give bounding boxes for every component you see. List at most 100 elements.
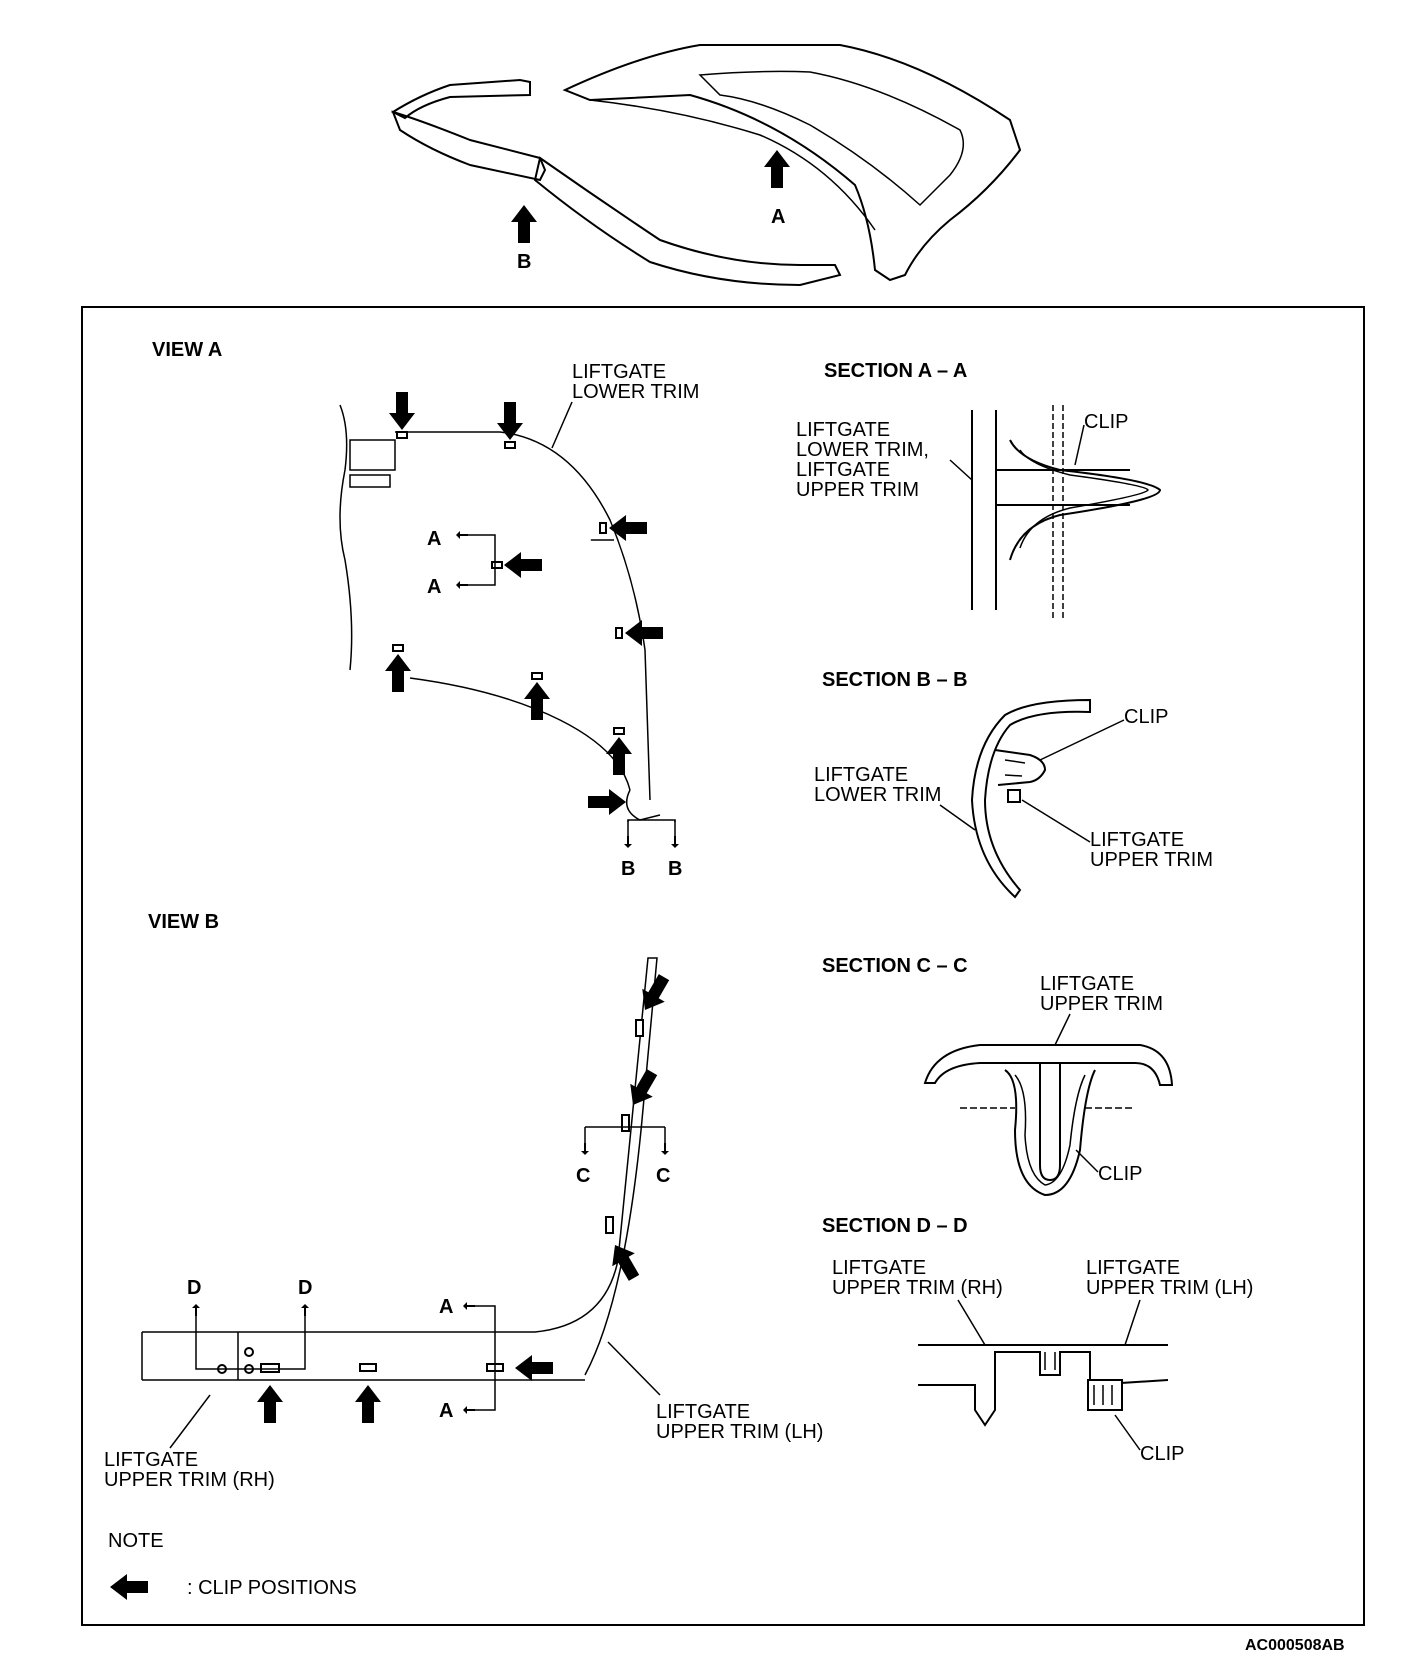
overview-left-lower-edge [533, 156, 842, 287]
view-b-lh-label-1: LIFTGATE [656, 1401, 750, 1423]
overview-inner-edge [589, 99, 876, 231]
view-b-rh-leader [169, 1394, 211, 1449]
section-aa-trim-label-4: UPPER TRIM [796, 479, 919, 501]
view-b-clip-4 [635, 1019, 644, 1037]
section-aa-trim-panel [971, 410, 997, 610]
section-aa-drawing [949, 405, 1162, 620]
section-aa-trim-label-1: LIFTGATE [796, 419, 890, 441]
section-cc-clip-inner [1014, 1074, 1086, 1186]
section-dd-clip [1087, 1379, 1123, 1411]
overview-window-opening [698, 70, 965, 207]
view-a-bracket [349, 439, 396, 471]
section-bb-upper-trim-lip [1007, 789, 1021, 803]
view-b-drawing [141, 957, 676, 1449]
section-dd-joint-tab [1044, 1352, 1056, 1370]
note-legend-text: : CLIP POSITIONS [187, 1577, 357, 1599]
section-aa-clip-inner [1019, 449, 1149, 549]
section-aa-title: SECTION A – A [824, 360, 967, 382]
diagram-frame [81, 306, 1365, 1626]
section-dd-rh-leader [957, 1299, 986, 1346]
view-a-arrow-5 [504, 552, 542, 578]
view-b-clip-1 [260, 1363, 280, 1373]
view-b-rh-label-2: UPPER TRIM (RH) [104, 1469, 275, 1491]
overview-label-b: B [517, 251, 531, 273]
view-b-cut-d-line [195, 1308, 306, 1370]
section-bb-clip [994, 749, 1047, 786]
section-cc-clip-label: CLIP [1098, 1163, 1142, 1185]
section-bb-upper-leader [1021, 799, 1091, 843]
section-bb-clip-inner [1004, 759, 1026, 777]
view-b-title: VIEW B [148, 911, 219, 933]
overview-label-a: A [771, 206, 785, 228]
view-b-cut-a-line [465, 1305, 496, 1411]
view-b-cut-c-arrow-1 [581, 1143, 589, 1155]
view-a-cut-b-legs [627, 820, 676, 845]
view-a-cut-b-line [627, 819, 676, 822]
section-dd-lh-label-1: LIFTGATE [1086, 1257, 1180, 1279]
note-title: NOTE [108, 1530, 164, 1552]
view-a-cut-a-arrow-2 [456, 581, 468, 589]
view-b-lh-label-2: UPPER TRIM (LH) [656, 1421, 823, 1443]
section-cc-stem [1039, 1063, 1061, 1182]
section-dd-rh-label-1: LIFTGATE [832, 1257, 926, 1279]
section-bb-drawing [939, 698, 1125, 899]
view-a-clip-5 [491, 561, 503, 569]
overview-arrow-a [764, 150, 790, 188]
view-a-clip-8 [613, 727, 625, 735]
section-bb-clip-label: CLIP [1124, 706, 1168, 728]
view-b-cut-a-label-2: A [439, 1400, 453, 1422]
section-bb-lower-label-2: LOWER TRIM [814, 784, 941, 806]
view-b-cut-a-arrow-2 [463, 1406, 475, 1414]
view-b-cut-c-arrow-2 [661, 1143, 669, 1155]
section-aa-trim-leader [949, 459, 973, 481]
section-aa-trim-label-3: LIFTGATE [796, 459, 890, 481]
view-a-arrow-1 [389, 392, 415, 430]
section-dd-rh-label-2: UPPER TRIM (RH) [832, 1277, 1003, 1299]
view-a-bracket-lower [349, 474, 391, 488]
view-b-arrow-5 [621, 1065, 664, 1112]
view-a-clip-6 [392, 644, 404, 652]
section-dd-lh-label-2: UPPER TRIM (LH) [1086, 1277, 1253, 1299]
overview-illustration [390, 44, 1022, 287]
view-a-cut-b-label-2: B [668, 858, 682, 880]
section-bb-lower-label-1: LIFTGATE [814, 764, 908, 786]
view-a-lower-trim-label-1: LIFTGATE [572, 361, 666, 383]
section-dd-clip-label: CLIP [1140, 1443, 1184, 1465]
view-a-trim-outer-curve [395, 431, 651, 801]
section-aa-clip-leader [1074, 424, 1085, 466]
view-b-cut-c-label-1: C [576, 1165, 590, 1187]
view-a-left-edge [339, 404, 353, 671]
view-a-arrow-9 [588, 789, 626, 815]
section-dd-clip-leader [1114, 1414, 1141, 1451]
section-dd-title: SECTION D – D [822, 1215, 968, 1237]
section-bb-lower-leader [939, 804, 976, 831]
figure-code: AC000508AB [1245, 1637, 1345, 1654]
section-dd-trim-profile [918, 1351, 1169, 1427]
section-aa-clip-outer [1009, 439, 1162, 561]
view-b-clip-2 [359, 1363, 377, 1372]
view-a-clip-3 [599, 522, 607, 534]
view-a-cut-b-arrow-1 [624, 836, 632, 848]
view-b-arrow-2 [355, 1385, 381, 1423]
section-cc-drawing [923, 1013, 1174, 1197]
view-b-cut-d-label-2: D [298, 1277, 312, 1299]
view-a-cut-b-label-1: B [621, 858, 635, 880]
view-a-drawing [339, 392, 679, 848]
view-b-cut-c-label-2: C [656, 1165, 670, 1187]
view-b-rh-label-1: LIFTGATE [104, 1449, 198, 1471]
view-a-clip-1 [396, 431, 408, 439]
view-a-cut-a-arrow-1 [456, 531, 468, 539]
section-cc-trim-head [923, 1044, 1174, 1086]
view-a-cut-a-label-1: A [427, 528, 441, 550]
section-cc-upper-label-2: UPPER TRIM [1040, 993, 1163, 1015]
view-a-trim-lower-curve [409, 677, 631, 791]
overview-left-trim-side [391, 110, 547, 182]
view-b-cut-a-label-1: A [439, 1296, 453, 1318]
section-dd-clip-ribs [1093, 1385, 1113, 1405]
view-a-cut-a-label-2: A [427, 576, 441, 598]
view-a-bottom-hook [625, 789, 661, 821]
section-cc-upper-label-1: LIFTGATE [1040, 973, 1134, 995]
view-b-arrow-1 [257, 1385, 283, 1423]
section-cc-clip-outer [1004, 1069, 1096, 1197]
